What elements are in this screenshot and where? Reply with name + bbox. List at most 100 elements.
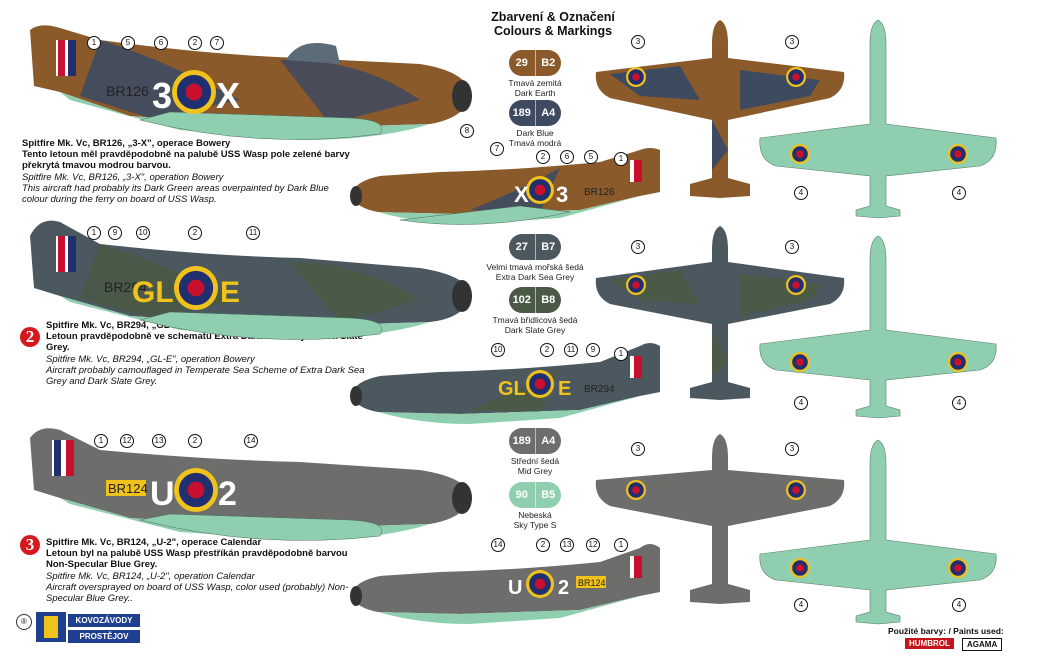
swatch-code-left: 189 bbox=[512, 435, 531, 447]
callout-marker: 2 bbox=[540, 343, 554, 357]
scheme-2-small-code-left: GL bbox=[498, 378, 526, 400]
callout-marker: 11 bbox=[246, 226, 260, 240]
callout-marker: 3 bbox=[785, 240, 799, 254]
color-name: Tmavá zemitá Dark Earth bbox=[475, 78, 595, 98]
callout-marker: 6 bbox=[560, 150, 574, 164]
callout-marker: 1 bbox=[614, 538, 628, 552]
callout-marker: 12 bbox=[586, 538, 600, 552]
scheme-3-underside-view bbox=[759, 439, 997, 625]
callout-marker: 9 bbox=[108, 226, 122, 240]
color-swatch-extra-dark-sea-grey: 27 B7 bbox=[509, 234, 561, 260]
scheme-2-small-serial: BR294 bbox=[584, 384, 615, 395]
callout-marker: 14 bbox=[244, 434, 258, 448]
title-en: Colours & Markings bbox=[493, 24, 613, 38]
color-name-cz: Velmi tmavá mořská šedá bbox=[486, 262, 584, 272]
color-name: Tmavá břidlicová šedá Dark Slate Grey bbox=[475, 315, 595, 335]
color-name-en: Dark Slate Grey bbox=[504, 325, 566, 335]
swatch-code-right: B8 bbox=[534, 287, 562, 313]
color-name-en: Sky Type S bbox=[513, 520, 557, 530]
callout-marker: 13 bbox=[560, 538, 574, 552]
scheme-text-cz: Tento letoun měl pravděpodobně na palubě… bbox=[22, 149, 350, 172]
scheme-title-en: Spitfire Mk. Vc, BR126, „3-X", operation… bbox=[22, 171, 224, 183]
scheme-title-en: Spitfire Mk. Vc, BR294, „GL-E", operatio… bbox=[46, 353, 255, 365]
scheme-1-small-code-right: 3 bbox=[556, 182, 568, 207]
scheme-3-small-code-right: 2 bbox=[558, 577, 569, 599]
scheme-1-side-profile-small: BR126 X 3 bbox=[350, 148, 660, 225]
agama-brand: AGAMA bbox=[962, 638, 1003, 651]
swatch-code-left: 102 bbox=[512, 294, 531, 306]
swatch-code-left: 90 bbox=[515, 489, 528, 501]
scheme-2-top-view bbox=[595, 226, 845, 400]
scheme-1-code-left: 3 bbox=[152, 75, 172, 116]
color-name-en: Mid Grey bbox=[517, 466, 553, 476]
color-swatch-sky: 90 B5 bbox=[509, 482, 561, 508]
scheme-1-underside-view bbox=[759, 19, 997, 219]
callout-marker: 3 bbox=[631, 35, 645, 49]
scheme-2-code-left: GL bbox=[132, 276, 174, 309]
callout-marker: 2 bbox=[536, 150, 550, 164]
scheme-3-code-left: U bbox=[150, 475, 175, 513]
color-name-cz: Tmavá zemitá bbox=[508, 78, 562, 88]
scheme-text-en: Aircraft oversprayed on board of USS Was… bbox=[46, 581, 349, 605]
scheme-1-description: Spitfire Mk. Vc, BR126, „3-X", operace B… bbox=[22, 138, 352, 205]
k-logo-icon bbox=[36, 612, 66, 642]
scheme-text-cz: Letoun byl na palubě USS Wasp přestříkán… bbox=[46, 548, 348, 571]
scheme-2-small-code-right: E bbox=[558, 378, 571, 400]
colours-markings-title: Zbarvení & Označení Colours & Markings bbox=[478, 10, 628, 38]
callout-marker: 1 bbox=[94, 434, 108, 448]
scheme-3-description: Spitfire Mk. Vc, BR124, „U-2", operace C… bbox=[46, 537, 366, 604]
logo-line-2: PROSTĚJOV bbox=[68, 630, 140, 643]
scheme-3-side-profile-small: BR124 U 2 bbox=[350, 544, 660, 624]
scheme-3-serial: BR124 bbox=[108, 481, 148, 496]
scheme-1-top-view bbox=[595, 20, 845, 198]
callout-marker: 2 bbox=[536, 538, 550, 552]
scheme-3-side-profile: BR124 U 2 bbox=[30, 428, 472, 541]
swatch-code-left: 27 bbox=[515, 241, 528, 253]
color-name-cz: Střední šedá bbox=[510, 456, 560, 466]
callout-marker: 10 bbox=[136, 226, 150, 240]
scheme-3-top-view bbox=[595, 434, 845, 604]
callout-marker: 9 bbox=[586, 343, 600, 357]
scheme-1-serial: BR126 bbox=[106, 83, 149, 99]
callout-marker: 4 bbox=[794, 186, 808, 200]
callout-marker: 1 bbox=[614, 152, 628, 166]
callout-marker: 4 bbox=[952, 396, 966, 410]
scheme-number-badge: 3 bbox=[20, 535, 40, 555]
callout-marker: 5 bbox=[584, 150, 598, 164]
callout-marker: 2 bbox=[188, 36, 202, 50]
color-swatch-dark-blue: 189 A4 bbox=[509, 100, 561, 126]
callout-marker: 3 bbox=[785, 35, 799, 49]
humbrol-brand: HUMBROL bbox=[905, 638, 954, 649]
scheme-1-small-serial: BR126 bbox=[584, 187, 615, 198]
callout-marker: 3 bbox=[631, 442, 645, 456]
registered-mark: ® bbox=[16, 614, 32, 630]
callout-marker: 4 bbox=[952, 598, 966, 612]
color-name: Dark Blue Tmavá modrá bbox=[475, 128, 595, 148]
scheme-2-code-right: E bbox=[220, 276, 240, 309]
scheme-2-underside-view bbox=[759, 235, 997, 419]
callout-marker: 11 bbox=[564, 343, 578, 357]
swatch-code-right: A4 bbox=[534, 100, 562, 126]
scheme-2-description: Spitfire Mk. Vc, BR294, „GL-E", operace … bbox=[46, 320, 366, 387]
callout-marker: 10 bbox=[491, 343, 505, 357]
scheme-1-code-right: X bbox=[216, 75, 240, 116]
color-name-en: Extra Dark Sea Grey bbox=[495, 272, 575, 282]
logo-line-1: KOVOZÁVODY bbox=[68, 614, 140, 627]
color-name-cz: Tmavá břidlicová šedá bbox=[492, 315, 578, 325]
callout-marker: 14 bbox=[491, 538, 505, 552]
color-name: Střední šedá Mid Grey bbox=[475, 456, 595, 476]
callout-marker: 7 bbox=[210, 36, 224, 50]
scheme-2-side-profile-small: BR294 GL E bbox=[350, 343, 660, 424]
color-swatch-mid-grey: 189 A4 bbox=[509, 428, 561, 454]
callout-marker: 1 bbox=[614, 347, 628, 361]
scheme-title-en: Spitfire Mk. Vc, BR124, „U-2", operation… bbox=[46, 570, 255, 582]
callout-marker: 4 bbox=[794, 598, 808, 612]
scheme-3-small-serial: BR124 bbox=[578, 578, 606, 588]
color-swatch-dark-earth: 29 B2 bbox=[509, 50, 561, 76]
color-name: Nebeská Sky Type S bbox=[475, 510, 595, 530]
scheme-3-small-code-left: U bbox=[508, 577, 522, 599]
scheme-title: Spitfire Mk. Vc, BR294, „GL-E", operace … bbox=[46, 320, 263, 331]
scheme-2-serial: BR294 bbox=[104, 279, 147, 295]
swatch-code-right: B7 bbox=[534, 234, 562, 260]
